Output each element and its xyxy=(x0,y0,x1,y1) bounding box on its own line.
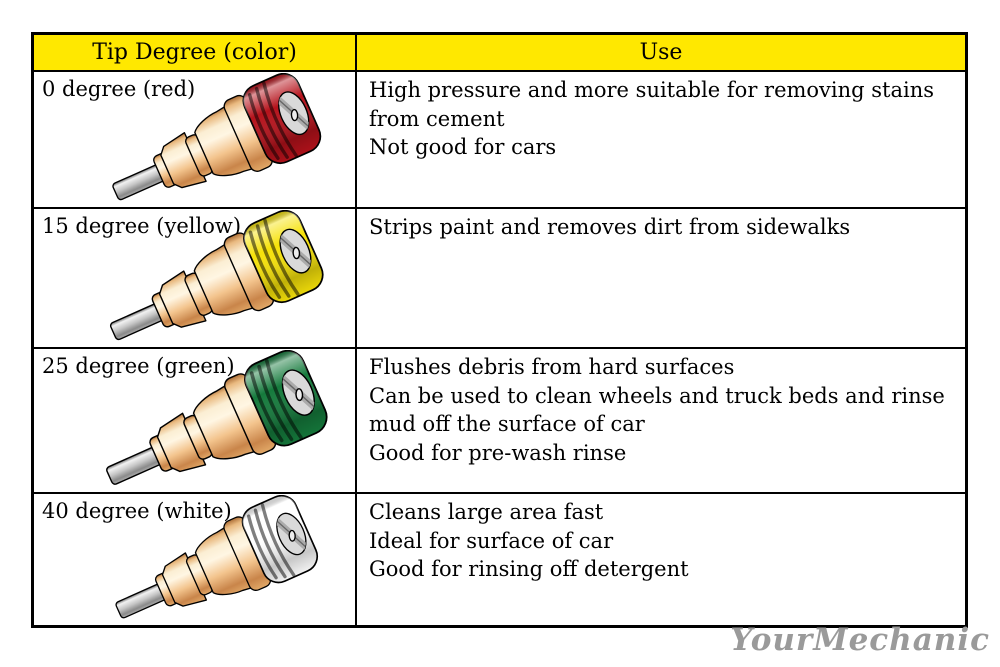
tip-label-0-degree: 0 degree (red) xyxy=(42,77,196,101)
nozzle-40-degree-white-illustration xyxy=(77,495,355,624)
header-use-label: Use xyxy=(639,40,683,65)
nozzle-tip-table: Tip Degree (color) Use 0 degree (red) Hi… xyxy=(31,32,968,628)
use-line: Good for pre-wash rinse xyxy=(369,440,627,465)
table-row-0-use-cell: High pressure and more suitable for remo… xyxy=(355,70,965,207)
tip-label-15-degree: 15 degree (yellow) xyxy=(42,214,242,238)
use-line: Not good for cars xyxy=(369,135,557,159)
nozzle-15-degree-yellow-illustration xyxy=(77,210,355,346)
use-line: Cleans large area fast xyxy=(369,500,604,524)
use-line: Good for rinsing off detergent xyxy=(369,557,689,581)
tip-label-25-degree: 25 degree (green) xyxy=(42,354,235,378)
table-row-0-tip-cell: 0 degree (red) xyxy=(34,70,355,207)
nozzle-icon xyxy=(77,350,355,491)
use-line: Flushes debris from hard surfaces xyxy=(369,355,735,379)
nozzle-25-degree-green-illustration xyxy=(77,350,355,491)
use-line: High pressure and more suitable for remo… xyxy=(369,78,935,131)
nozzle-icon xyxy=(77,210,355,346)
nozzle-icon xyxy=(77,495,355,624)
table-row-1-tip-cell: 15 degree (yellow) xyxy=(34,207,355,347)
header-tip-degree: Tip Degree (color) xyxy=(34,35,355,70)
nozzle-0-degree-red-illustration xyxy=(77,73,355,206)
table-row-2-use-cell: Flushes debris from hard surfaces Can be… xyxy=(355,347,965,492)
tip-label-40-degree: 40 degree (white) xyxy=(42,499,232,523)
table-row-3-tip-cell: 40 degree (white) xyxy=(34,492,355,625)
use-line: Strips paint and removes dirt from sidew… xyxy=(369,215,851,239)
table-row-3-use-cell: Cleans large area fast Ideal for surface… xyxy=(355,492,965,625)
use-line: Can be used to clean wheels and truck be… xyxy=(369,383,945,437)
header-use: Use xyxy=(355,35,965,70)
yourmechanic-logo: YourMechanic xyxy=(730,622,990,658)
header-tip-degree-label: Tip Degree (color) xyxy=(92,40,297,65)
use-line: Ideal for surface of car xyxy=(369,528,614,553)
nozzle-icon xyxy=(77,73,355,206)
table-row-2-tip-cell: 25 degree (green) xyxy=(34,347,355,492)
table-row-1-use-cell: Strips paint and removes dirt from sidew… xyxy=(355,207,965,347)
